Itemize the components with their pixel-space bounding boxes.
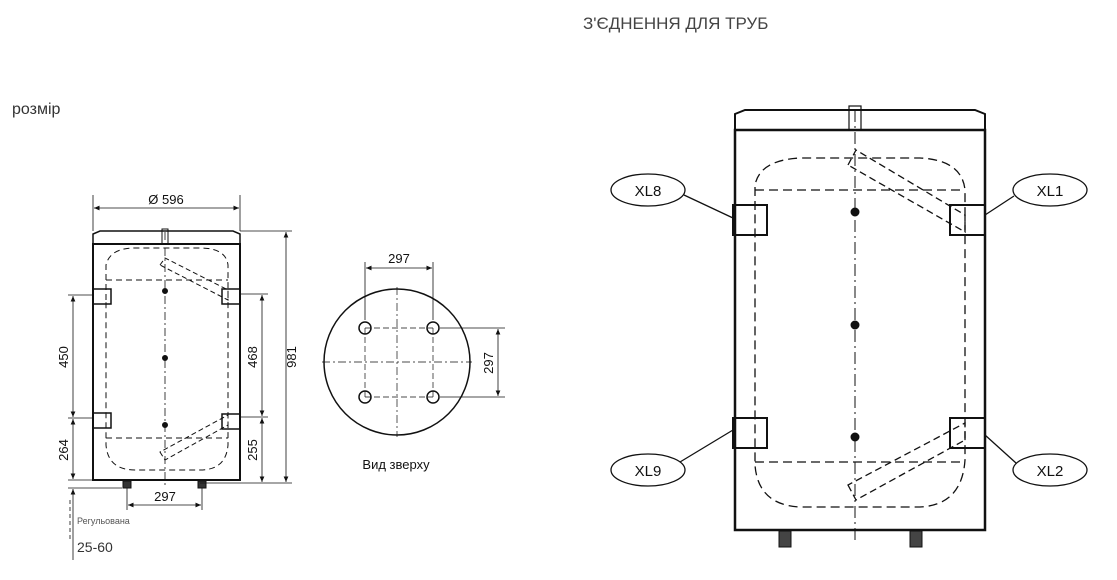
inner-tank-dashed (105, 247, 229, 471)
port-xl9 (732, 417, 768, 449)
dim-468-label: 468 (245, 346, 260, 368)
port-lower-right (221, 413, 241, 430)
label-bubble-xl9 (610, 453, 686, 487)
port-xl8 (732, 204, 768, 236)
tank-body (92, 243, 241, 481)
foot-right (197, 480, 207, 489)
tank-lid (92, 230, 241, 245)
foot-left (778, 530, 792, 548)
dim-264-label: 264 (56, 439, 71, 461)
dim-255-label: 255 (245, 439, 260, 461)
adjustable-label: Регульована (77, 516, 130, 526)
size-section-title: розмір (12, 101, 61, 118)
adjustable-range: 25-60 (77, 539, 113, 555)
label-bubble-xl2 (1012, 453, 1088, 487)
connection-xl1: XL1 (1037, 183, 1064, 200)
label-bubble-xl8 (610, 173, 686, 207)
connection-xl9: XL9 (635, 463, 662, 480)
diameter-label: Ø 596 (148, 192, 183, 207)
height-total-label: 981 (284, 346, 299, 368)
top-dim-horizontal: 297 (388, 251, 410, 266)
side-view-drawing (68, 195, 292, 560)
top-view-drawing (322, 262, 505, 437)
foot-left (122, 480, 132, 489)
top-view-caption: Вид зверху (362, 457, 430, 472)
connections-drawing (610, 105, 1088, 548)
top-dim-vertical: 297 (481, 352, 496, 374)
pipe-connections-title: З'ЄДНЕННЯ ДЛЯ ТРУБ (583, 14, 769, 33)
port-lower-left (92, 412, 112, 429)
feet-spacing-label: 297 (154, 489, 176, 504)
foot-right (909, 530, 923, 548)
port-xl1 (949, 204, 986, 236)
port-upper-right (221, 288, 241, 305)
port-upper-left (92, 288, 112, 305)
label-bubble-xl1 (1012, 173, 1088, 207)
port-xl2 (949, 417, 986, 449)
connection-xl8: XL8 (635, 183, 662, 200)
connection-xl2: XL2 (1037, 463, 1064, 480)
dim-450-label: 450 (56, 346, 71, 368)
